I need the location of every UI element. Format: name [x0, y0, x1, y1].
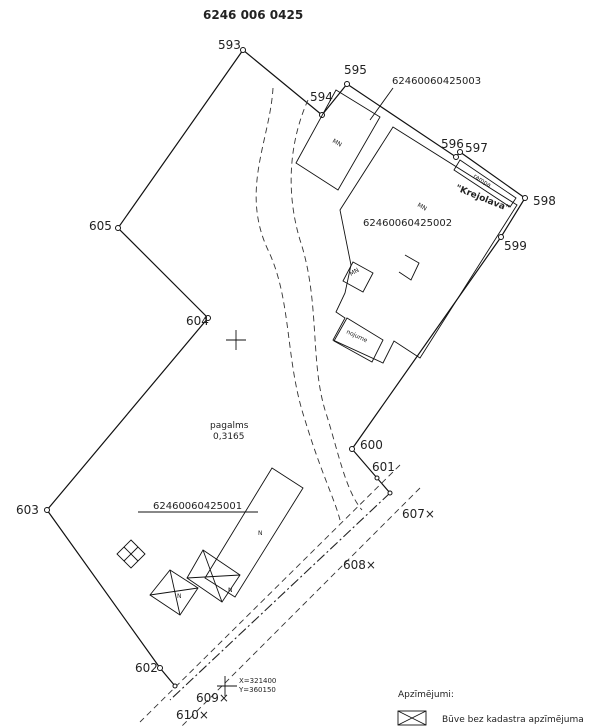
point-593: 593 [218, 38, 241, 52]
point-609: 609× [196, 691, 229, 705]
point-603: 603 [16, 503, 39, 517]
building-n-main: N [258, 530, 263, 537]
coord-y: Y=360150 [238, 686, 276, 694]
point-597: 597 [465, 141, 488, 155]
vertex-markers [44, 47, 528, 689]
point-605: 605 [89, 219, 112, 233]
building-002-type: MN [416, 202, 428, 213]
sheet-title: 6246 006 0425 [203, 8, 303, 22]
point-600: 600 [360, 438, 383, 452]
point-594: 594 [310, 90, 333, 104]
point-599: 599 [504, 239, 527, 253]
building-001: 62460060425001 N N N [116, 467, 304, 616]
building-n-a: N [177, 593, 182, 600]
coord-x: X=321400 [239, 677, 276, 685]
coordinate-tick: X=321400 Y=360150 [217, 676, 276, 696]
legend: Apzīmējumi: Būve bez kadastra apzīmējuma [397, 690, 584, 726]
point-607: 607× [402, 507, 435, 521]
point-labels: 593 594 595 596 597 598 599 600 601 602 … [16, 38, 556, 722]
road-boundary [139, 464, 421, 728]
building-n-b: N [228, 587, 233, 594]
point-596: 596 [441, 137, 464, 151]
parcel-002-id: 62460060425002 [363, 218, 452, 229]
area-label: pagalms 0,3165 [210, 421, 249, 442]
area-name: pagalms [210, 421, 249, 431]
crosshair-marker [226, 330, 246, 350]
legend-title: Apzīmējumi: [398, 690, 454, 700]
point-601: 601 [372, 460, 395, 474]
road-dashed [255, 87, 363, 521]
point-604: 604 [186, 314, 209, 328]
parcel-003-id: 62460060425003 [392, 76, 481, 87]
building-003: MN 62460060425003 [295, 76, 481, 191]
parcel-001-id: 62460060425001 [153, 501, 242, 512]
legend-item-label: Būve bez kadastra apzīmējuma [442, 715, 584, 725]
point-595: 595 [344, 63, 367, 77]
building-003-type: MN [331, 138, 343, 149]
area-value: 0,3165 [213, 432, 245, 442]
point-598: 598 [533, 194, 556, 208]
building-002: MN 62460060425002 rampa "Krejolava" MN n… [332, 126, 518, 364]
annex-type: MN [349, 267, 361, 278]
nojume-label: nojume [345, 328, 369, 344]
point-608: 608× [343, 558, 376, 572]
point-610: 610× [176, 708, 209, 722]
point-602: 602 [135, 661, 158, 675]
